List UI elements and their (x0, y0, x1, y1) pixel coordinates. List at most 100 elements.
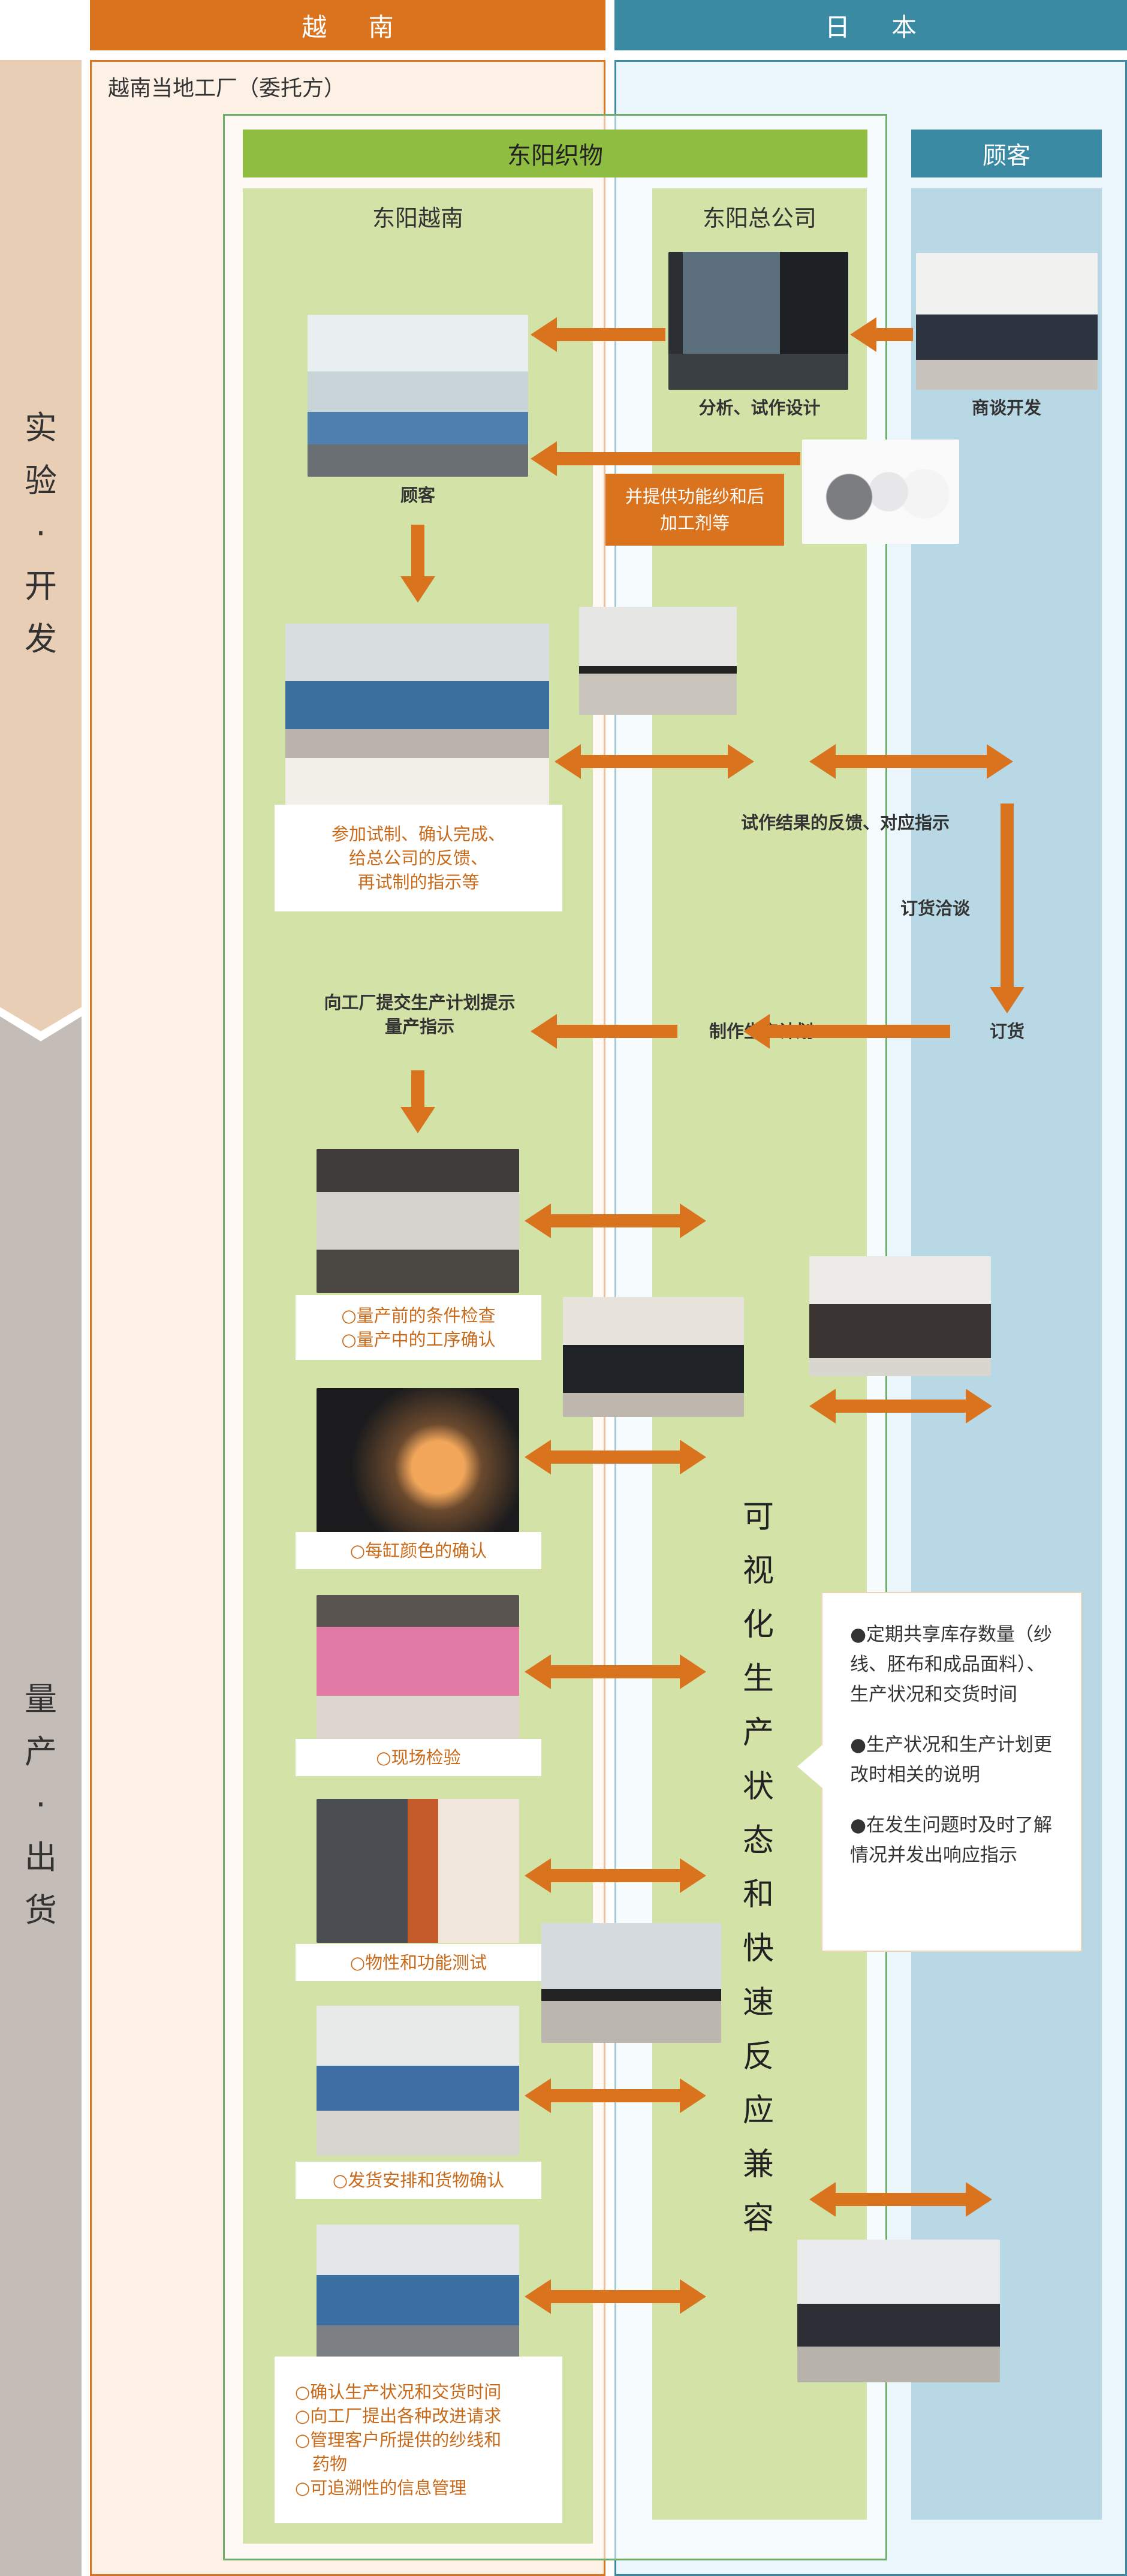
confirm-line: ○可追溯性的信息管理 (295, 2478, 467, 2498)
vertical-char: 速 (742, 1985, 774, 2021)
arrow-both (525, 1858, 706, 1893)
bubble-pointer (797, 1745, 822, 1788)
ship-box: ○发货安排和货物确认 (296, 2162, 541, 2199)
vertical-char: 和 (742, 1877, 774, 1913)
phase-char: 产 (25, 1733, 57, 1771)
photo-office-team (317, 2225, 519, 2369)
arrow-left (531, 317, 665, 352)
confirm-line: ○管理客户所提供的纱线和 (295, 2430, 502, 2450)
check-box: ○量产前的条件检查 ○量产中的工序确认 (296, 1295, 541, 1360)
photo-yarn-cones (802, 440, 959, 544)
caption-negotiation: 商谈开发 (971, 398, 1041, 418)
vertical-char: 化 (742, 1607, 774, 1643)
caption-analysis: 分析、试作设计 (698, 398, 821, 418)
check-line: ○量产前的条件检查 (341, 1305, 496, 1326)
vietnam-header: 越 南 (90, 0, 605, 50)
color-box: ○每缸颜色的确认 (296, 1532, 541, 1569)
test-box: ○物性和功能测试 (296, 1944, 541, 1981)
phase-char: · (35, 514, 46, 552)
trial-box: 参加试制、确认完成、 给总公司的反馈、 再试制的指示等 (275, 805, 562, 911)
photo-business-talk (916, 253, 1098, 390)
vertical-char: 容 (742, 2201, 774, 2237)
arrow-left (531, 441, 800, 476)
photo-factory-work (285, 624, 549, 815)
caption-customer-photo: 顾客 (400, 485, 435, 505)
vertical-char: 产 (742, 1715, 774, 1751)
inspect-box: ○现场检验 (296, 1739, 541, 1776)
arrow-both (555, 744, 754, 779)
trial-line: 参加试制、确认完成、 (331, 824, 505, 844)
arrow-both (809, 1389, 992, 1424)
confirm-line: ○向工厂提出各种改进请求 (295, 2406, 502, 2426)
photo-computer-design (668, 252, 848, 390)
vertical-char: 态 (742, 1823, 774, 1859)
arrow-both (525, 1654, 706, 1689)
bubble-item: ●生产状况和生产计划更改时相关的说明 (850, 1734, 1053, 1786)
vertical-char: 可 (742, 1499, 774, 1535)
phase-char: · (35, 1786, 46, 1823)
caption-feedback: 试作结果的反馈、对应指示 (740, 812, 950, 833)
arrow-both (525, 1440, 706, 1474)
photo-looms (317, 1149, 519, 1293)
photo-document-review (809, 1256, 991, 1376)
color-line: ○每缸颜色的确认 (349, 1540, 487, 1561)
supply-line: 加工剂等 (659, 513, 730, 533)
phase-char: 发 (25, 620, 57, 658)
arrow-down (990, 804, 1024, 1013)
supply-box: 并提供功能纱和后 加工剂等 (605, 474, 784, 546)
caption-order: 订货 (989, 1021, 1024, 1042)
vertical-char: 状 (742, 1769, 774, 1805)
vietnam-factory-label: 越南当地工厂（委托方） (108, 76, 346, 101)
trial-line: 再试制的指示等 (357, 872, 480, 892)
arrow-left (531, 1014, 677, 1049)
arrow-down (400, 525, 435, 603)
phase-char: 验 (25, 462, 57, 499)
phase-char: 货 (25, 1891, 57, 1929)
check-line: ○量产中的工序确认 (341, 1329, 496, 1350)
photo-inspection (317, 1595, 519, 1739)
hq-column-head: 东阳总公司 (702, 204, 816, 231)
caption-order-talk: 订货洽谈 (900, 898, 970, 919)
trial-line: 给总公司的反馈、 (348, 848, 488, 868)
submit-plan-line: 量产指示 (384, 1016, 454, 1037)
photo-video-call (579, 607, 737, 715)
arrow-left (850, 317, 913, 352)
inspect-line: ○现场检验 (376, 1747, 461, 1768)
arrow-left (743, 1014, 950, 1049)
vertical-char: 反 (742, 2039, 774, 2075)
visualization-vertical-text: 可视化生产状态和快速反应兼容 (731, 1490, 785, 2246)
arrow-both (525, 2078, 706, 2113)
phase-char: 开 (25, 567, 57, 605)
photo-dye-light (317, 1388, 519, 1532)
toyo-band: 东阳织物 (243, 130, 867, 177)
confirm-box: ○确认生产状况和交货时间 ○向工厂提出各种改进请求 ○管理客户所提供的纱线和 药… (275, 2357, 562, 2523)
japan-header: 日 本 (614, 0, 1127, 50)
bubble-item: ●在发生问题时及时了解情况并发出响应指示 (850, 1814, 1053, 1866)
arrow-down (400, 1070, 435, 1133)
photo-meeting-room (797, 2240, 1000, 2382)
confirm-line: ○确认生产状况和交货时间 (295, 2382, 502, 2402)
phase-band-mass (0, 1016, 82, 2576)
vertical-char: 兼 (742, 2147, 774, 2183)
phase-band-dev (0, 60, 82, 1031)
vertical-char: 生 (742, 1661, 774, 1697)
ship-line: ○发货安排和货物确认 (332, 2170, 505, 2190)
photo-desk-work (563, 1297, 744, 1417)
photo-office-meeting (308, 315, 528, 477)
arrow-both (809, 744, 1013, 779)
phase-char: 出 (25, 1838, 57, 1876)
photo-lab-test (317, 1799, 519, 1943)
phase-label-dev: 实 验 · 开 发 (0, 396, 82, 672)
arrow-both (809, 2182, 992, 2217)
vietnam-column-head: 东阳越南 (372, 204, 463, 231)
photo-shipping (317, 2006, 519, 2156)
bubble-item: ●定期共享库存数量（纱线、胚布和成品面料）、生产状况和交货时间 (850, 1624, 1053, 1705)
phase-char: 量 (25, 1680, 57, 1718)
submit-plan-text: 向工厂提交生产计划提示 量产指示 (300, 991, 540, 1039)
photo-video-conference (541, 1923, 721, 2043)
phase-char: 实 (25, 409, 57, 447)
vertical-char: 视 (742, 1553, 774, 1589)
submit-plan-line: 向工厂提交生产计划提示 (324, 992, 516, 1013)
supply-line: 并提供功能纱和后 (625, 486, 764, 507)
customer-band: 顾客 (911, 130, 1102, 177)
